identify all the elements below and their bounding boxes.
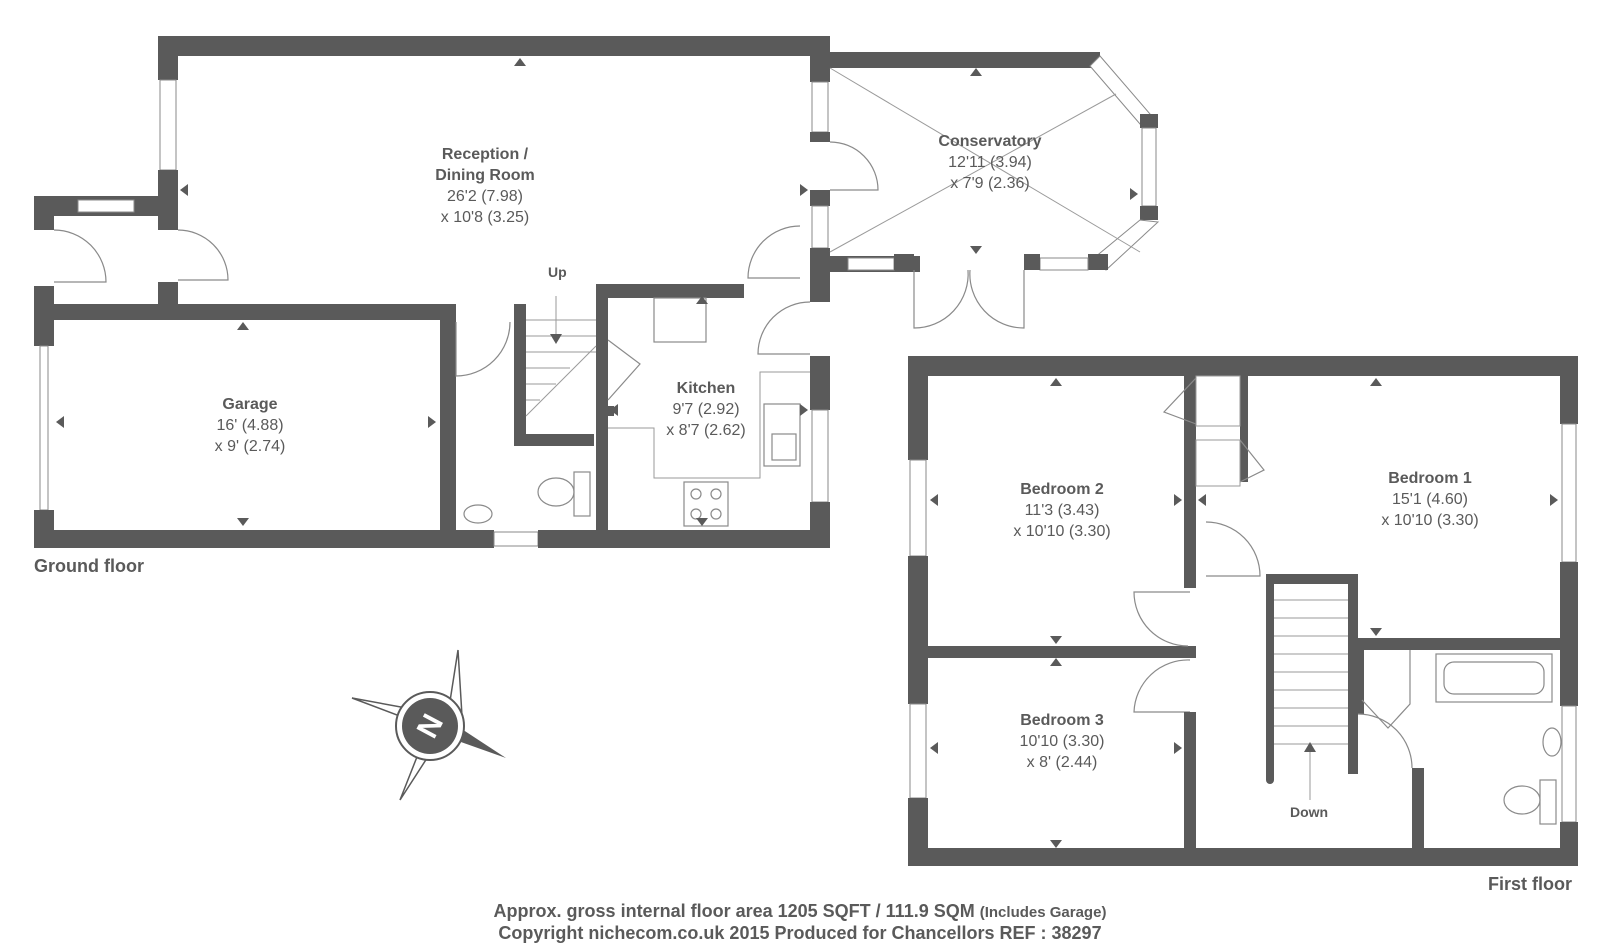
room-dimension: x 10'10 (3.30) [1013,523,1111,540]
room-label-conservatory: Conservatory 12'11 (3.94) x 7'9 (2.36) [890,131,1090,194]
floor-area-note: (Includes Garage) [979,904,1107,921]
room-dimension: x 10'10 (3.30) [1381,512,1479,529]
first-floor-label: First floor [1488,874,1572,894]
room-name: Kitchen [676,380,736,397]
room-dimension: x 8'7 (2.62) [666,422,746,439]
room-dimension: 12'11 (3.94) [948,154,1032,171]
room-dimension: x 10'8 (3.25) [440,209,530,226]
floor-area-text: Approx. gross internal floor area 1205 S… [493,901,975,921]
room-dimension: x 7'9 (2.36) [950,175,1030,192]
room-dimension: 10'10 (3.30) [1019,733,1105,750]
room-name: Bedroom 1 [1388,470,1472,487]
room-name: Dining Room [435,167,535,184]
dimension-markers [56,58,1558,848]
room-label-kitchen: Kitchen 9'7 (2.92) x 8'7 (2.62) [626,378,786,441]
room-name: Bedroom 2 [1020,481,1104,498]
ground-floor-label: Ground floor [34,556,144,576]
room-name: Bedroom 3 [1020,712,1104,729]
stairs-up-label: Up [548,264,567,280]
room-dimension: 11'3 (3.43) [1024,502,1100,519]
first-floor-plan [908,356,1578,866]
room-label-reception: Reception / Dining Room 26'2 (7.98) x 10… [390,144,580,228]
room-dimension: 26'2 (7.98) [447,188,523,205]
floor-area-caption: Approx. gross internal floor area 1205 S… [0,900,1600,924]
room-label-bedroom3: Bedroom 3 10'10 (3.30) x 8' (2.44) [972,710,1152,773]
room-dimension: 16' (4.88) [216,417,284,434]
room-dimension: x 9' (2.74) [214,438,286,455]
ground-floor-plan [34,36,1160,548]
room-name: Reception / [441,146,529,163]
room-dimension: x 8' (2.44) [1026,754,1098,771]
compass-rose-icon: N [351,649,506,801]
room-dimension: 9'7 (2.92) [672,401,740,418]
room-name: Conservatory [938,133,1042,150]
room-dimension: 15'1 (4.60) [1392,491,1468,508]
room-label-garage: Garage 16' (4.88) x 9' (2.74) [160,394,340,457]
room-label-bedroom2: Bedroom 2 11'3 (3.43) x 10'10 (3.30) [972,479,1152,542]
stairs-down-label: Down [1290,804,1329,820]
copyright-caption: Copyright nichecom.co.uk 2015 Produced f… [498,923,1102,943]
room-name: Garage [222,396,278,413]
room-label-bedroom1: Bedroom 1 15'1 (4.60) x 10'10 (3.30) [1340,468,1520,531]
